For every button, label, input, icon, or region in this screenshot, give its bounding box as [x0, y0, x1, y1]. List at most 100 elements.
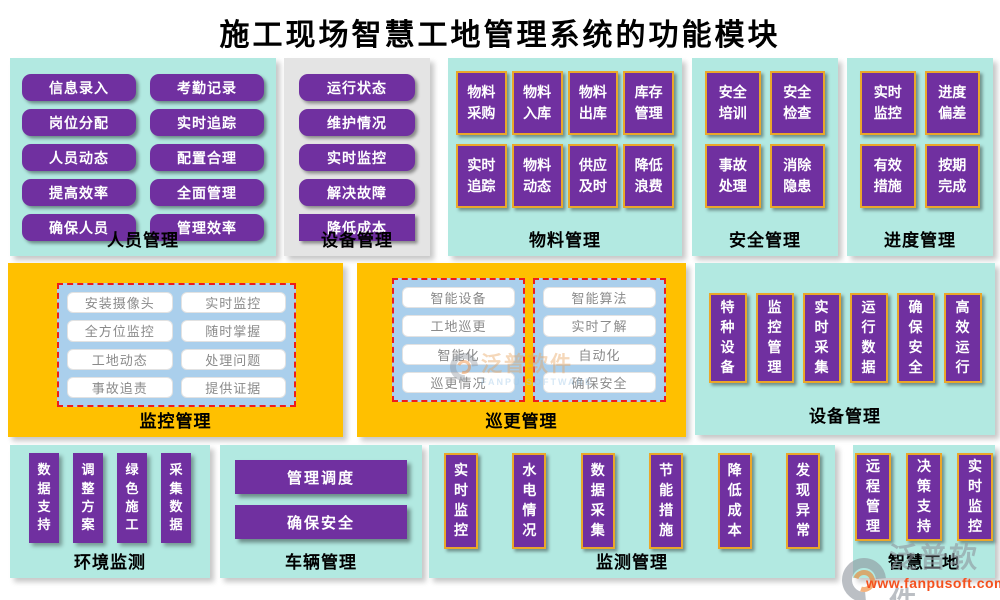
module-block: 水电情况 — [512, 453, 547, 549]
module-block: 处理问题 — [180, 348, 286, 370]
module-block: 物料入库 — [511, 71, 563, 135]
module-block: 考勤记录 — [150, 74, 264, 101]
module-block-label: 高效运行 — [955, 299, 970, 375]
module-block: 智能设备 — [402, 287, 515, 309]
material-button-grid: 物料采购 物料入库 物料出库 库存管理 实时追踪 物料动态 供应及时 降低浪费 — [456, 71, 674, 208]
module-block-label: 进度偏差 — [938, 84, 967, 121]
module-block: 物料动态 — [511, 144, 563, 208]
detection-button-row: 实时监控 水电情况 数据采集 节能措施 降低成本 发现异常 — [444, 453, 820, 549]
module-block-label: 实时采集 — [814, 299, 829, 375]
module-block: 消除隐患 — [769, 144, 825, 208]
module-block: 解决故障 — [299, 179, 415, 206]
module-block: 绿色施工 — [117, 453, 147, 543]
module-block: 降低成本 — [717, 453, 752, 549]
module-block-label: 确保安全 — [908, 299, 923, 375]
module-block-label: 降低浪费 — [634, 157, 663, 194]
module-block-label: 实时监控 — [454, 462, 468, 538]
module-block: 安装摄像头 — [67, 292, 173, 314]
smart-site-button-row: 远程管理 决策支持 实时监控 — [853, 453, 995, 541]
patrol-right-group-box: 智能算法 实时了解 自动化 确保安全 — [533, 278, 666, 402]
module-block: 降低成本 — [299, 214, 415, 241]
module-block: 工地巡更 — [402, 315, 515, 337]
module-block: 提高效率 — [22, 179, 136, 206]
module-block: 管理效率 — [150, 214, 264, 241]
module-block: 提供证据 — [180, 376, 286, 398]
panel-equipment-mid: 特种设备 监控管理 实时采集 运行数据 确保安全 高效运行 设备管理 — [695, 263, 995, 435]
equipment-top-button-column: 运行状态 维护情况 实时监控 解决故障 降低成本 — [299, 74, 415, 241]
module-block: 确保安全 — [543, 371, 656, 393]
patrol-left-group-box: 智能设备 工地巡更 智能化 巡更情况 — [392, 278, 525, 402]
module-block: 管理调度 — [235, 460, 407, 494]
module-block: 采集数据 — [161, 453, 191, 543]
panel-personnel: 信息录入 考勤记录 岗位分配 实时追踪 人员动态 配置合理 提高效率 全面管理 … — [10, 58, 276, 256]
module-block: 实时了解 — [543, 315, 656, 337]
module-block: 运行状态 — [299, 74, 415, 101]
module-block: 库存管理 — [623, 71, 674, 135]
module-block: 确保安全 — [235, 505, 407, 539]
module-block: 物料出库 — [567, 71, 619, 135]
panel-label: 物料管理 — [529, 231, 601, 250]
module-block: 实时监控 — [299, 144, 415, 171]
equipment-mid-button-row: 特种设备 监控管理 实时采集 运行数据 确保安全 高效运行 — [695, 293, 995, 383]
module-block: 全面管理 — [150, 179, 264, 206]
module-block: 实时采集 — [802, 293, 841, 383]
module-block: 自动化 — [543, 343, 656, 365]
panel-label: 人员管理 — [107, 231, 179, 250]
panel-equipment-top: 运行状态 维护情况 实时监控 解决故障 降低成本 设备管理 — [284, 58, 430, 256]
panel-label: 设备管理 — [809, 407, 881, 426]
module-block-label: 事故处理 — [718, 157, 747, 194]
panel-progress: 实时监控 进度偏差 有效措施 按期完成 进度管理 — [847, 58, 993, 256]
module-block: 信息录入 — [22, 74, 136, 101]
module-block-label: 节能措施 — [659, 462, 674, 538]
module-block: 监控管理 — [755, 293, 794, 383]
panel-label: 巡更管理 — [485, 412, 558, 431]
module-block: 确保人员 — [22, 214, 136, 241]
module-block-label: 物料入库 — [523, 84, 552, 121]
panel-label: 车辆管理 — [285, 553, 357, 572]
module-block: 全方位监控 — [67, 320, 173, 342]
module-block: 发现异常 — [785, 453, 820, 549]
module-block-label: 特种设备 — [720, 299, 735, 375]
panel-patrol: 智能设备 工地巡更 智能化 巡更情况 智能算法 实时了解 自动化 确保安全 巡更… — [357, 263, 686, 437]
module-block: 远程管理 — [855, 453, 891, 541]
module-block-label: 库存管理 — [634, 84, 663, 121]
module-block: 实时监控 — [444, 453, 478, 549]
panel-material: 物料采购 物料入库 物料出库 库存管理 实时追踪 物料动态 供应及时 降低浪费 … — [448, 58, 682, 256]
panel-detection: 实时监控 水电情况 数据采集 节能措施 降低成本 发现异常 监测管理 — [429, 445, 835, 578]
panel-label: 设备管理 — [321, 231, 393, 250]
module-block: 调整方案 — [73, 453, 103, 543]
module-block-label: 监控管理 — [767, 299, 782, 375]
module-block-label: 实时监控 — [968, 458, 982, 534]
module-block: 实时监控 — [180, 292, 286, 314]
module-block-label: 降低成本 — [727, 462, 742, 538]
panel-label: 智慧工地 — [888, 553, 960, 572]
progress-button-grid: 实时监控 进度偏差 有效措施 按期完成 — [860, 71, 980, 208]
module-block: 物料采购 — [456, 71, 507, 135]
module-block: 实时追踪 — [150, 109, 264, 136]
module-block-label: 按期完成 — [938, 157, 967, 194]
module-block: 岗位分配 — [22, 109, 136, 136]
module-block-label: 发现异常 — [795, 462, 810, 538]
module-block: 工地动态 — [67, 348, 173, 370]
panel-environment: 数据支持 调整方案 绿色施工 采集数据 环境监测 — [10, 445, 210, 578]
vehicle-button-column: 管理调度 确保安全 — [220, 460, 422, 539]
panel-label: 安全管理 — [729, 231, 801, 250]
module-block: 运行数据 — [849, 293, 888, 383]
module-block: 进度偏差 — [924, 71, 980, 135]
module-block: 配置合理 — [150, 144, 264, 171]
module-block: 智能化 — [402, 343, 515, 365]
module-block: 事故处理 — [705, 144, 761, 208]
module-block: 安全检查 — [769, 71, 825, 135]
module-block: 实时监控 — [860, 71, 916, 135]
module-block: 事故追责 — [67, 376, 173, 398]
module-block: 维护情况 — [299, 109, 415, 136]
panel-label: 监控管理 — [139, 412, 212, 431]
module-block: 数据支持 — [29, 453, 59, 543]
safety-button-grid: 安全培训 安全检查 事故处理 消除隐患 — [705, 71, 825, 208]
module-block-label: 实时追踪 — [467, 157, 496, 194]
panel-label: 环境监测 — [74, 553, 146, 572]
panel-safety: 安全培训 安全检查 事故处理 消除隐患 安全管理 — [692, 58, 838, 256]
module-block-label: 采集数据 — [169, 462, 183, 533]
module-block: 随时掌握 — [180, 320, 286, 342]
